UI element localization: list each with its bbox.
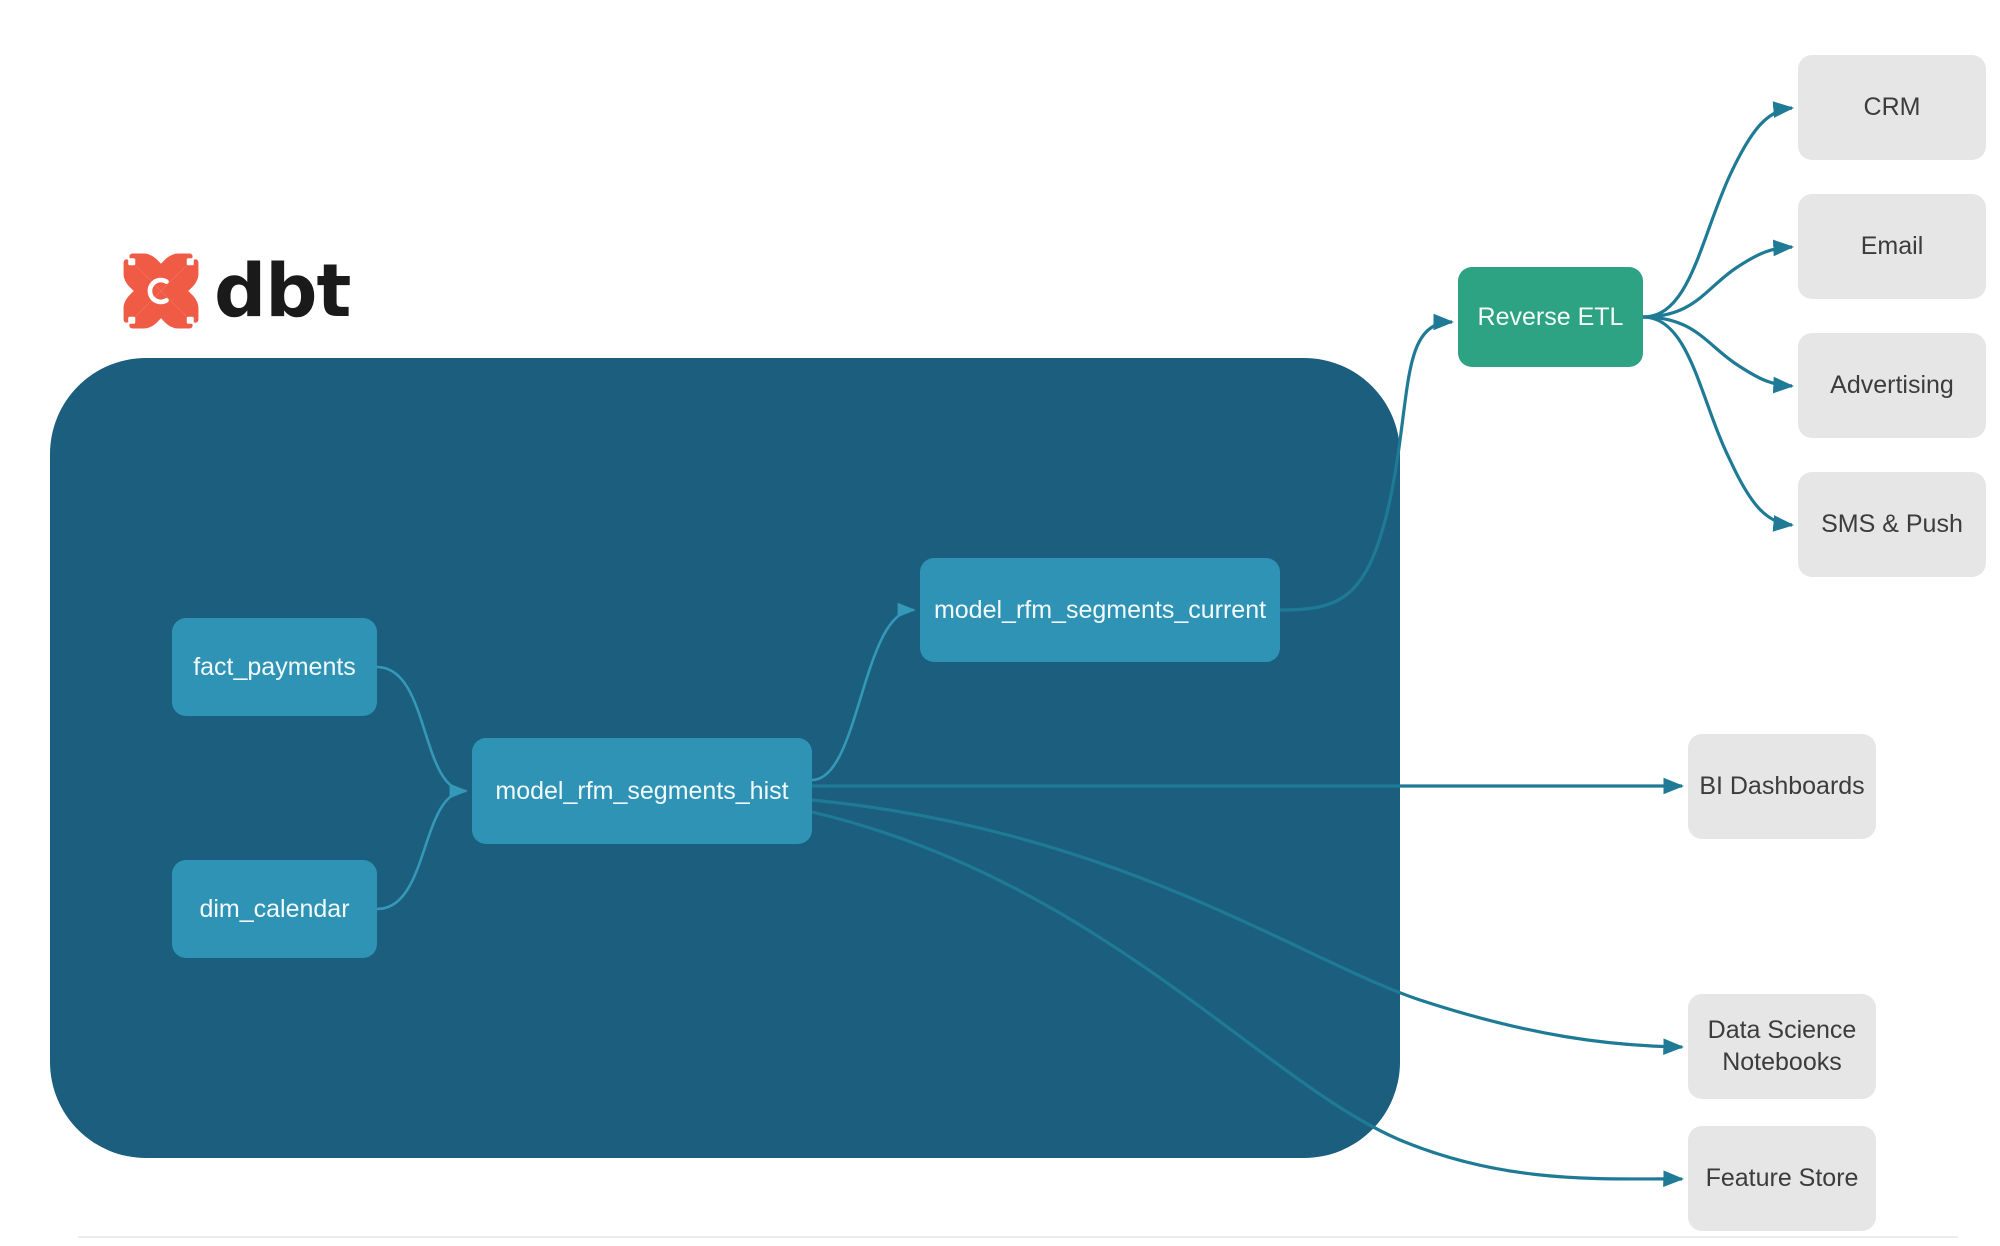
destination-label-line2: Notebooks [1722,1047,1842,1076]
destination-node-feature-store[interactable]: Feature Store [1688,1126,1876,1231]
destination-node-ds-notebooks[interactable]: Data Science Notebooks [1688,994,1876,1099]
reverse-etl-node[interactable]: Reverse ETL [1458,267,1643,367]
destination-node-advertising[interactable]: Advertising [1798,333,1986,438]
reverse-etl-label: Reverse ETL [1477,302,1624,331]
dbt-logo: dbt [122,248,351,334]
model-node-label: model_rfm_segments_hist [495,776,789,805]
destination-label-line1: Data Science [1707,1016,1857,1045]
edge-reverse-etl-to-sms-push [1642,315,1795,532]
destination-label: Email [1860,231,1924,260]
model-node-label: model_rfm_segments_current [933,595,1267,624]
destination-node-sms-push[interactable]: SMS & Push [1798,472,1986,577]
model-node-rfm-segments-current[interactable]: model_rfm_segments_current [920,558,1280,662]
model-node-rfm-segments-hist[interactable]: model_rfm_segments_hist [472,738,812,844]
destination-node-crm[interactable]: CRM [1798,55,1986,160]
dbt-wordmark: dbt [214,248,351,334]
model-node-fact-payments[interactable]: fact_payments [172,618,377,716]
edge-reverse-etl-to-advertising [1642,315,1795,394]
bottom-divider [78,1236,1958,1238]
destination-label: CRM [1863,92,1921,121]
destination-label: Feature Store [1705,1163,1859,1192]
destination-label: BI Dashboards [1699,771,1865,800]
destination-node-email[interactable]: Email [1798,194,1986,299]
model-node-label: fact_payments [193,652,356,681]
destination-label: Advertising [1830,370,1954,399]
destination-node-bi-dashboards[interactable]: BI Dashboards [1688,734,1876,839]
destination-label: Data Science Notebooks [1708,1015,1857,1078]
edge-reverse-etl-to-email [1642,239,1795,319]
model-node-label: dim_calendar [199,894,350,923]
model-node-dim-calendar[interactable]: dim_calendar [172,860,377,958]
dbt-logo-icon [123,253,199,329]
edge-reverse-etl-to-crm [1642,101,1795,319]
destination-label: SMS & Push [1821,509,1963,538]
